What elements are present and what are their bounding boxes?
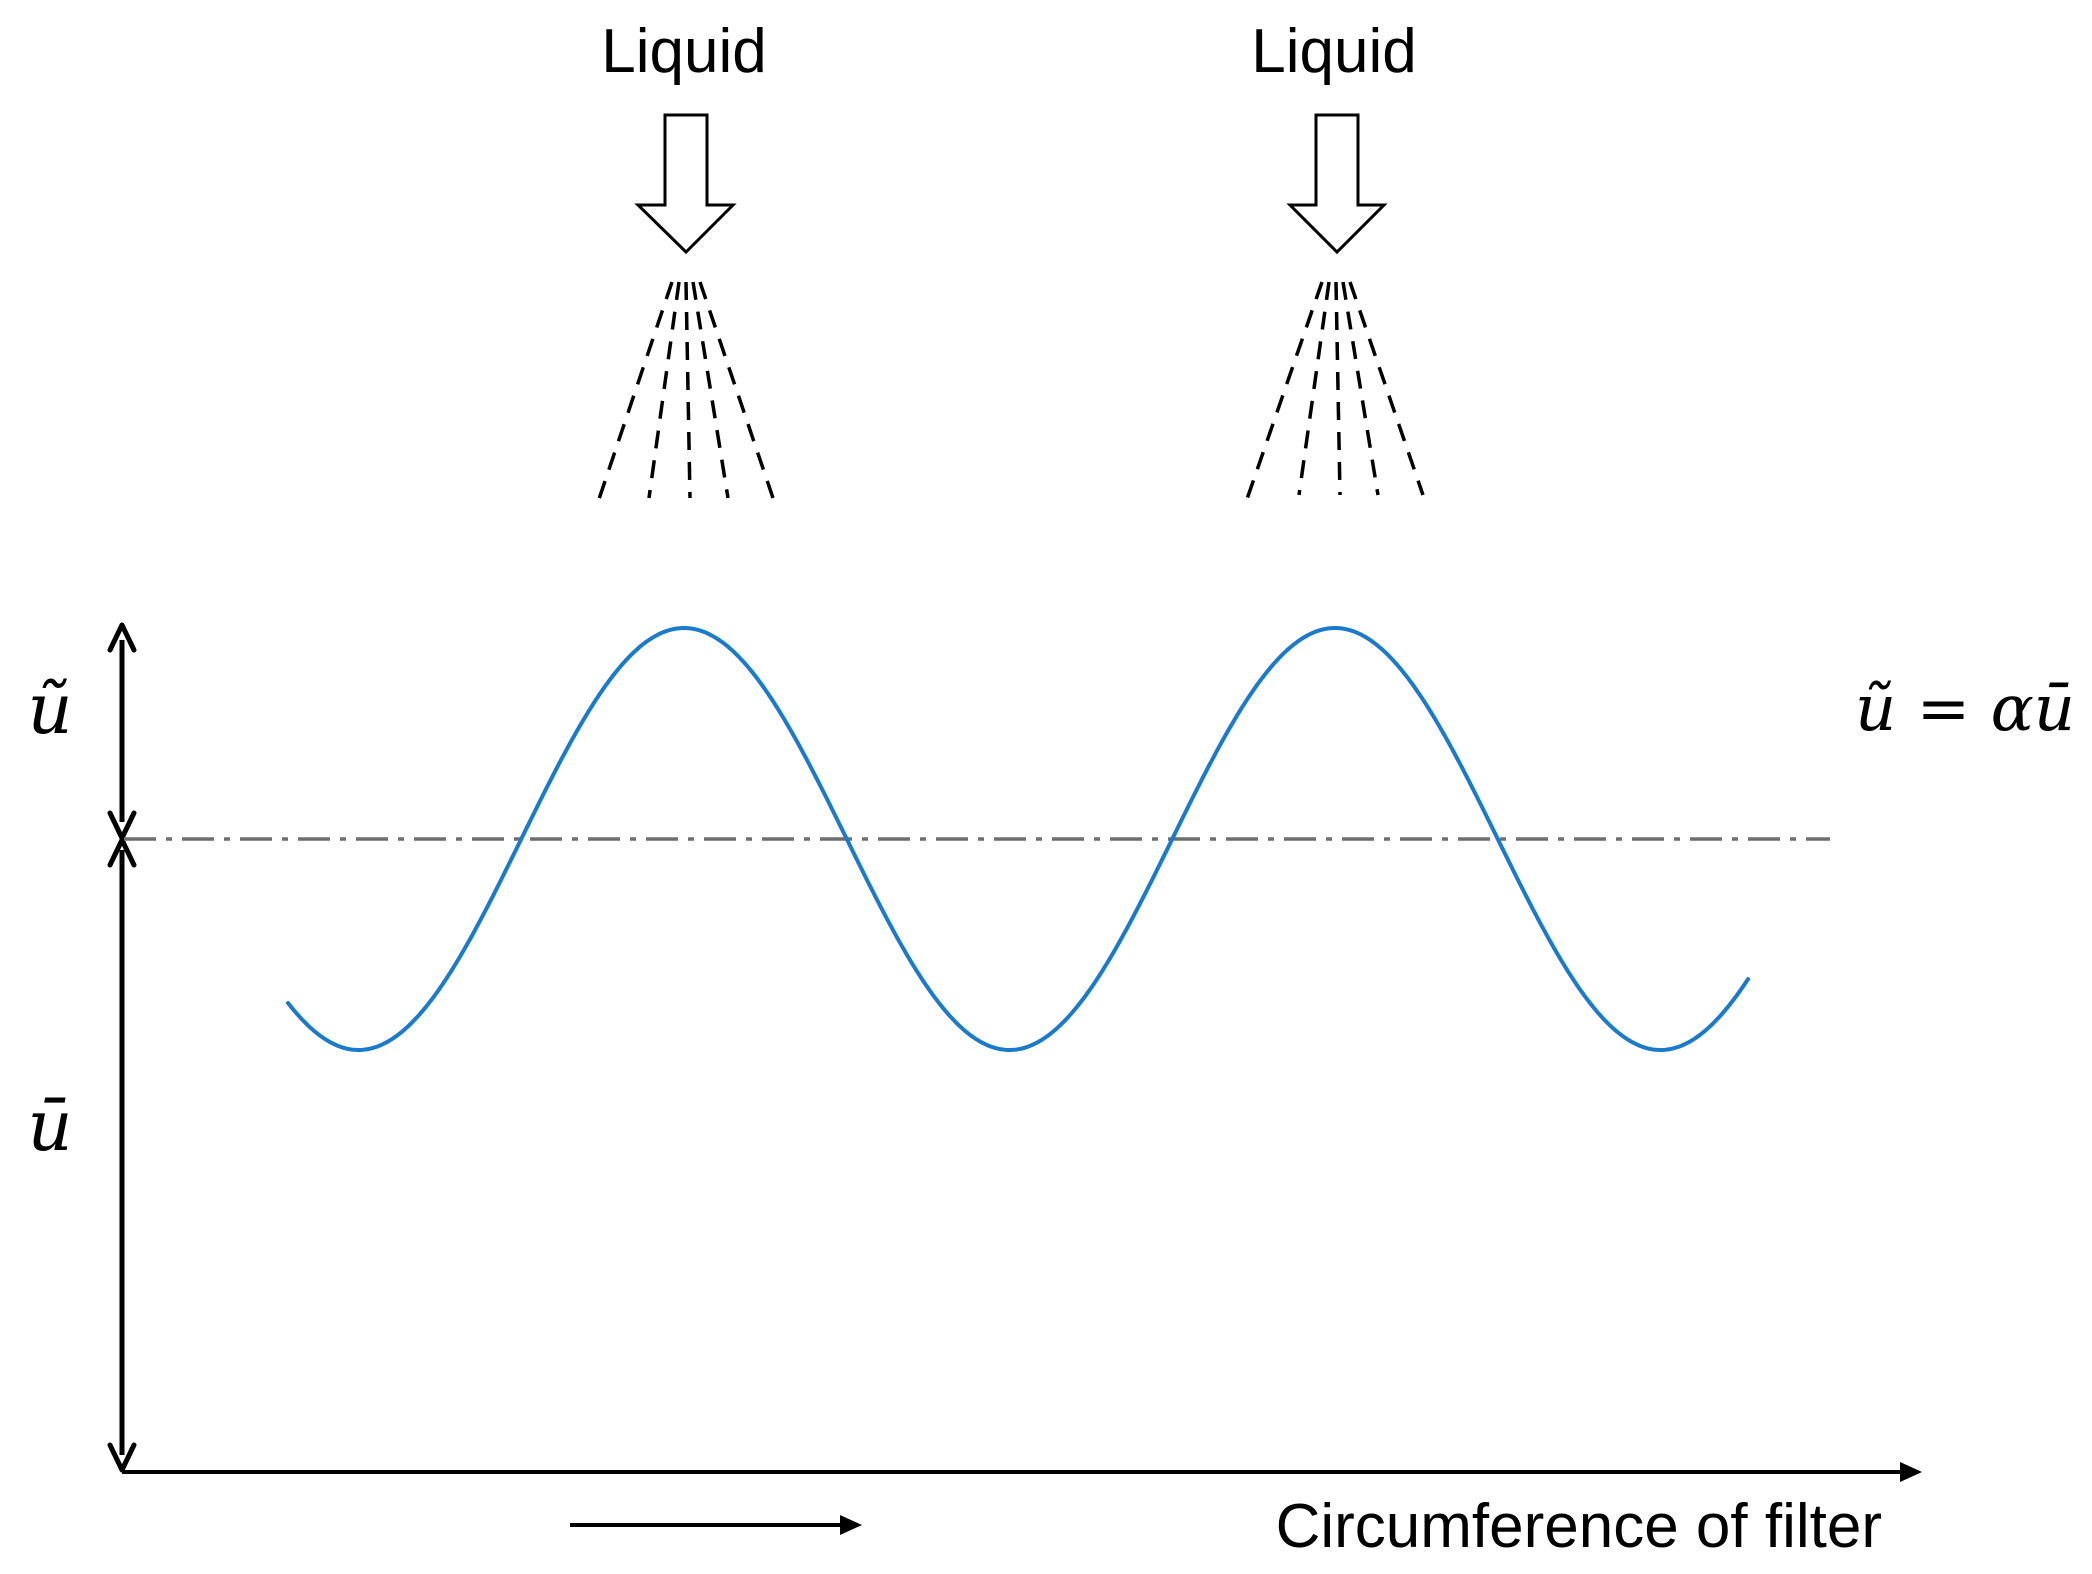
equation-label: ũ = αū xyxy=(1855,672,2075,746)
u-tilde-label: ũ xyxy=(27,668,72,750)
liquid-arrow-left-icon xyxy=(634,113,737,255)
x-axis-label: Circumference of filter xyxy=(1276,1492,1882,1561)
u-bar-label: ū xyxy=(27,1085,72,1167)
u-tilde-arrowhead-top-icon xyxy=(107,622,137,653)
u-bar-arrowhead-bottom-icon xyxy=(107,1442,137,1473)
liquid-label-left: Liquid xyxy=(601,17,766,86)
spray-right-icon xyxy=(1244,281,1425,503)
velocity-wave xyxy=(286,626,1750,1052)
u-bar-arrowhead-top-icon xyxy=(107,837,137,868)
x-axis-arrowhead-icon xyxy=(1900,1462,1922,1482)
liquid-arrow-right-icon xyxy=(1286,113,1388,255)
liquid-label-right: Liquid xyxy=(1251,17,1416,86)
direction-arrowhead-icon xyxy=(840,1515,862,1535)
spray-left-icon xyxy=(594,281,775,509)
